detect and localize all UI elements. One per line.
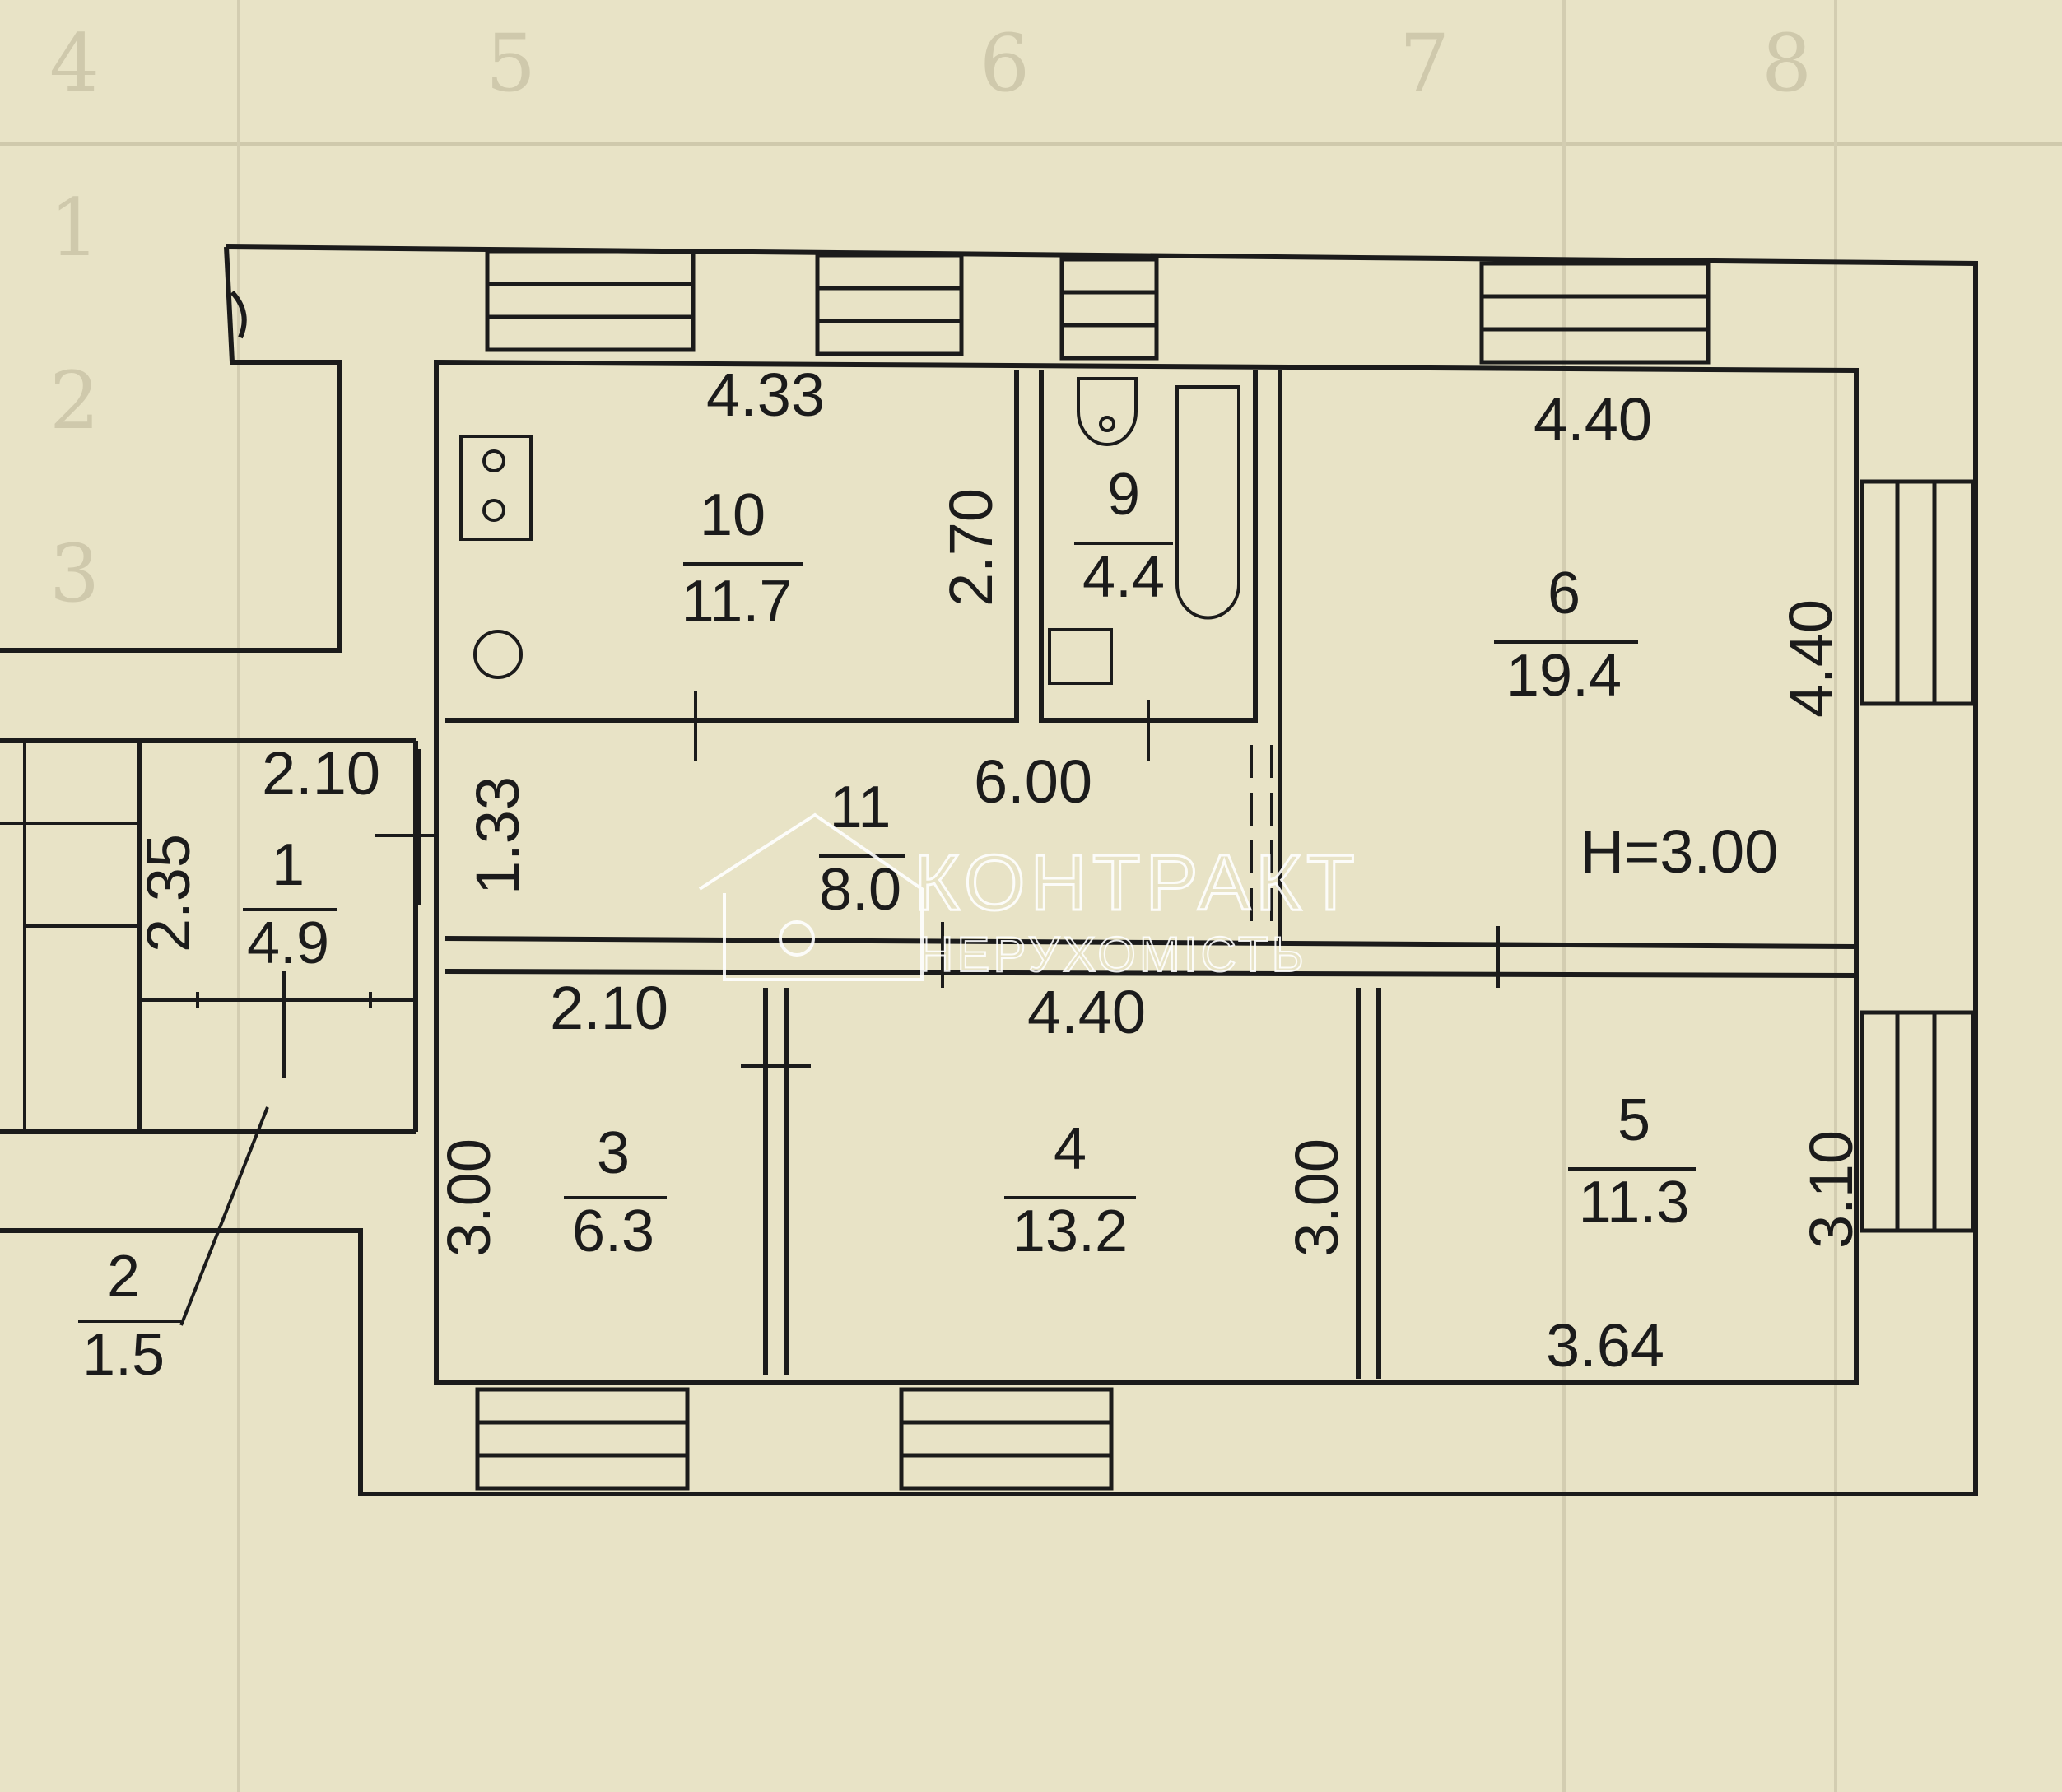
dim-room10-depth: 2.70 — [937, 488, 1005, 607]
room-2-number: 2 — [107, 1244, 140, 1310]
bg-header-number: 8 — [1762, 17, 1812, 109]
interior-walls — [0, 370, 1857, 1379]
room-11-area: 8.0 — [819, 857, 901, 923]
dim-room6-width: 4.40 — [1534, 385, 1652, 454]
dim-corridor11-length: 6.00 — [974, 747, 1092, 816]
dim-room4-width: 4.40 — [1027, 978, 1146, 1046]
dim-room1-depth: 2.35 — [134, 834, 202, 952]
bg-row-number: 1 — [49, 182, 100, 274]
outer-walls — [0, 244, 1978, 1496]
bathtub-icon — [1175, 385, 1240, 620]
room-5-number: 5 — [1617, 1087, 1650, 1153]
house-logo-icon — [698, 812, 924, 981]
room-6-area: 19.4 — [1506, 643, 1622, 709]
fixtures — [459, 377, 1240, 685]
watermark-subtitle: НЕРУХОМІСТЬ — [918, 927, 1307, 982]
dim-room5-depth: 3.10 — [1797, 1130, 1865, 1249]
toilet-icon — [1077, 377, 1138, 446]
room-labels: 10 11.7 9 4.4 6 19.4 H=3.00 11 8.0 1 4.9… — [78, 462, 1778, 1388]
room-4-area: 13.2 — [1012, 1199, 1128, 1264]
dim-room5-width: 3.64 — [1546, 1311, 1664, 1380]
room-9-area: 4.4 — [1082, 544, 1165, 610]
bg-header-number: 4 — [49, 17, 100, 109]
room-1-area: 4.9 — [247, 910, 329, 976]
dim-room3-width: 2.10 — [550, 974, 668, 1042]
stove-icon — [459, 435, 533, 541]
watermark-name: КОНТРАКТ — [914, 839, 1360, 927]
bg-header-number: 7 — [1399, 17, 1450, 109]
watermark: КОНТРАКТ НЕРУХОМІСТЬ — [698, 812, 1360, 983]
windows — [475, 249, 1976, 1491]
room-6-number: 6 — [1548, 561, 1580, 626]
dim-room6-depth: 4.40 — [1776, 599, 1845, 718]
room-1-number: 1 — [272, 832, 305, 898]
room-10-number: 10 — [700, 482, 766, 548]
room-2-area: 1.5 — [82, 1322, 165, 1388]
room-4-number: 4 — [1054, 1116, 1087, 1182]
room-11-number: 11 — [830, 775, 891, 840]
dim-room1-width: 2.10 — [262, 739, 380, 808]
room-3-area: 6.3 — [572, 1199, 654, 1264]
room-9-number: 9 — [1107, 462, 1140, 528]
bg-row-number: 3 — [49, 528, 100, 620]
dim-room10-width: 4.33 — [706, 361, 825, 429]
ceiling-height: H=3.00 — [1580, 817, 1779, 886]
boiler-icon — [473, 630, 523, 679]
bg-header-number: 5 — [486, 17, 536, 109]
room-5-area: 11.3 — [1579, 1170, 1690, 1236]
dim-room4-depth: 3.00 — [1282, 1138, 1351, 1257]
door-marks — [179, 691, 1500, 1326]
dim-corridor11-width: 1.33 — [463, 776, 532, 895]
dimension-labels: 4.33 2.70 4.40 4.40 6.00 1.33 2.10 2.35 … — [134, 361, 1865, 1380]
bg-row-number: 2 — [49, 355, 100, 447]
room-10-area: 11.7 — [682, 569, 793, 635]
room-3-number: 3 — [597, 1120, 630, 1186]
dim-room3-depth: 3.00 — [435, 1138, 503, 1257]
bg-header-number: 6 — [980, 17, 1030, 109]
sink-icon — [1048, 628, 1113, 685]
